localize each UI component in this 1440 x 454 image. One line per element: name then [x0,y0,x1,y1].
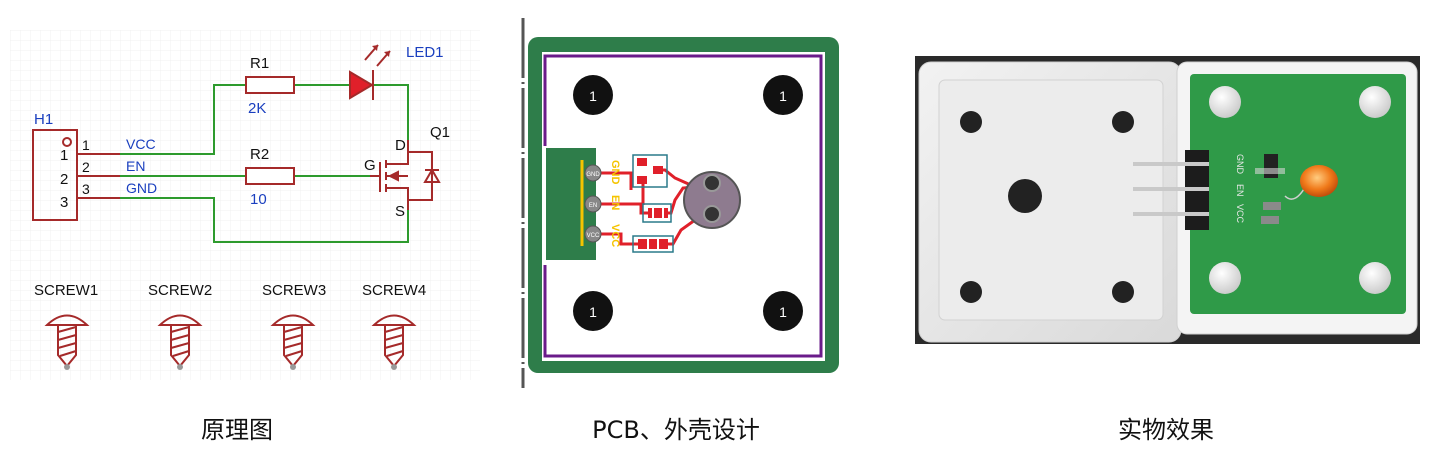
r1-value: 2K [248,100,266,117]
r1-ref: R1 [250,55,269,72]
shell-hole-tr [1112,111,1134,133]
connector-pin-1: 1 [82,137,90,153]
mosfet-ref: Q1 [430,124,450,141]
post-bl [1209,262,1241,294]
silk-label-vcc: VCC [609,224,621,247]
post-tr [1359,86,1391,118]
shell-hole-bl [960,281,982,303]
enclosure-cavity [938,79,1164,321]
screw-label-4: SCREW4 [362,282,426,299]
connector-ref: H1 [34,111,53,128]
resistor-r2: R2 10 [245,146,295,208]
led-ref: LED1 [406,44,444,61]
board-outline [543,54,823,358]
screw-label-3: SCREW3 [262,282,326,299]
led-led1: LED1 [349,44,444,100]
svg-text:1: 1 [589,88,597,104]
pcb-pads [637,158,668,249]
shell-hole-br [1112,281,1134,303]
screw-3: SCREW3 [262,282,326,370]
chip-pads [1255,168,1285,174]
mosfet-source-label: S [395,203,405,220]
mounting-hole-br: 1 [763,291,803,331]
header-pin-gnd: GND [584,164,602,182]
svg-text:GND: GND [586,172,600,178]
mounting-hole-bl: 1 [573,291,613,331]
svg-text:1: 1 [589,304,597,320]
wires [120,84,409,243]
post-tl [1209,86,1241,118]
mosfet-chip [1264,154,1278,178]
led-footprint [683,171,741,229]
mounting-hole-tl: 1 [573,75,613,115]
screw-2: SCREW2 [148,282,212,370]
header-pins [1133,150,1209,230]
silk-label-gnd: GND [609,160,621,185]
caption-pcb: PCB、外壳设计 [592,416,760,444]
net-label-en: EN [126,158,145,174]
svg-text:VCC: VCC [587,233,600,239]
pcb-board [1190,74,1406,314]
connector-pin-inside-2: 2 [60,171,68,188]
caption-schematic: 原理图 [201,416,273,444]
connector-pin-inside-1: 1 [60,147,68,164]
header-pin-en: EN [584,195,602,213]
svg-text:EN: EN [589,203,597,209]
caption-photo: 实物效果 [1118,416,1214,444]
mosfet-gate-label: G [364,157,376,174]
silk-label-en: EN [609,195,621,210]
screw-1: SCREW1 [34,282,98,370]
connector-h1: H1 1 2 3 1 2 3 [32,111,120,221]
screw-label-2: SCREW2 [148,282,212,299]
resistor-r1: R1 2K [245,55,295,117]
r2-ref: R2 [250,146,269,163]
pcb-layout: 1 1 1 1 GND [521,18,839,388]
shell-hole-tl [960,111,982,133]
r2-value: 10 [250,191,267,208]
post-br [1359,262,1391,294]
connector-pin-3: 3 [82,181,90,197]
schematic-diagram: H1 1 2 3 1 2 3 VCC EN GND R1 2K LED1 [10,30,480,380]
shell-center-hole [1008,179,1042,213]
mosfet-q1 [370,140,441,210]
screw-4: SCREW4 [362,282,426,370]
svg-text:1: 1 [779,88,787,104]
mosfet-drain-label: D [395,137,406,154]
led-part [1300,165,1338,197]
net-label-vcc: VCC [126,136,156,152]
component-outlines [632,154,674,253]
resistor-r2-part [1261,216,1279,224]
header-pin-vcc: VCC [584,225,602,243]
photo-silk-vcc: VCC [1235,204,1245,224]
resistor-r1-part [1263,202,1281,210]
photo-silk-en: EN [1235,184,1245,197]
svg-text:1: 1 [779,304,787,320]
product-photo: GND EN VCC [915,56,1420,344]
connector-pin-inside-3: 3 [60,194,68,211]
connector-pin-2: 2 [82,159,90,175]
photo-silk-gnd: GND [1235,154,1245,175]
mounting-hole-tr: 1 [763,75,803,115]
screw-label-1: SCREW1 [34,282,98,299]
net-label-gnd: GND [126,180,157,196]
